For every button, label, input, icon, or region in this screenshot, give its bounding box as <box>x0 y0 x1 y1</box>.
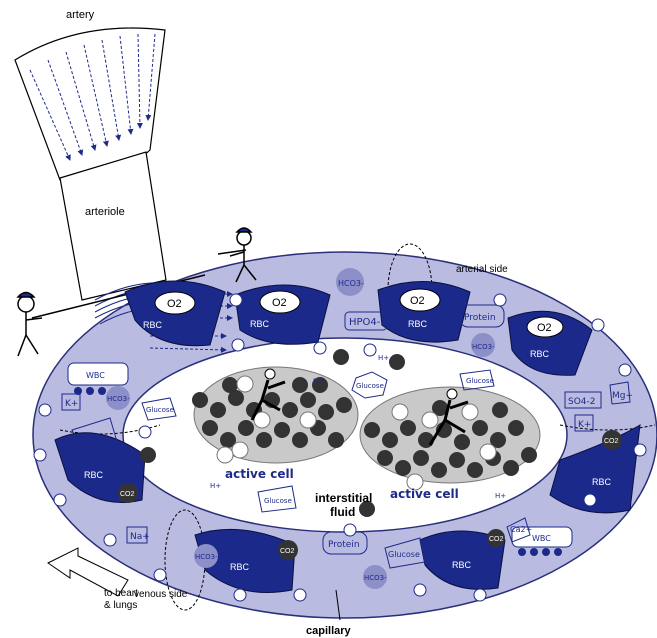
rbc-3-label: RBC <box>408 319 428 329</box>
hco3-label-5: HCO3- <box>364 574 387 582</box>
na-label: Na+ <box>130 532 150 542</box>
hpo4-label: HPO4-2 <box>349 317 387 328</box>
label-venous-side: venous side <box>134 589 188 600</box>
glucose-label-4: Glucose <box>466 377 494 385</box>
rbc-8-label: RBC <box>592 477 612 487</box>
rbc-6-label: RBC <box>230 562 250 572</box>
label-interstitial-fluid-2: fluid <box>330 505 355 519</box>
rbc-7-label: RBC <box>452 560 472 570</box>
active-cell-right-label: active cell <box>390 487 459 501</box>
co2-interstitial-1 <box>333 349 349 365</box>
rbc-6-co2: CO2 <box>280 548 295 555</box>
k-label-2: K+ <box>578 420 591 430</box>
label-arteriole: arteriole <box>85 206 125 218</box>
k-label-1: K+ <box>65 399 78 409</box>
active-cell-left-label: active cell <box>225 467 294 481</box>
h-ion-1: H+ <box>378 354 389 362</box>
glucose-label-2: Glucose <box>388 550 420 559</box>
label-capillary: capillary <box>306 625 352 637</box>
glucose-label-1: Glucose <box>78 435 110 444</box>
rbc-4-label: RBC <box>530 349 550 359</box>
label-to-heart-2: & lungs <box>104 600 137 611</box>
h-ion-4: H+ <box>495 492 506 500</box>
rbc-3-o2: O2 <box>410 295 425 307</box>
label-interstitial-fluid-1: interstitial <box>315 491 372 505</box>
wbc-1-label: WBC <box>86 371 105 380</box>
protein-label-1: Protein <box>464 313 496 323</box>
hco3-label-2: HCO3- <box>472 343 495 351</box>
wbc-2-label: WBC <box>532 534 551 543</box>
hco3-label-1: HCO3- <box>338 279 364 288</box>
hco3-label-3: HCO3- <box>107 395 130 403</box>
label-artery: artery <box>66 9 95 21</box>
label-to-heart-1: to heart <box>104 588 138 599</box>
rbc-2-o2: O2 <box>272 297 287 309</box>
mg-label: Mg+ <box>612 391 633 401</box>
hco3-label-4: HCO3- <box>195 553 218 561</box>
rbc-2-label: RBC <box>250 319 270 329</box>
h-ion-3: H+ <box>210 482 221 490</box>
label-arterial-side: arterial side <box>456 264 508 275</box>
rbc-5-label: RBC <box>84 470 104 480</box>
so4-label: SO4-2 <box>568 397 596 407</box>
rbc-5-co2: CO2 <box>120 491 135 498</box>
rbc-1-label: RBC <box>143 320 163 330</box>
rbc-4-o2: O2 <box>537 322 552 334</box>
rbc-1-o2: O2 <box>167 298 182 310</box>
co2-interstitial-2 <box>389 354 405 370</box>
protein-label-2: Protein <box>328 540 360 550</box>
rbc-2: O2 RBC <box>235 285 330 344</box>
rbc-7-co2: CO2 <box>489 536 504 543</box>
artery-funnel <box>15 28 166 300</box>
co2-interstitial-3 <box>140 447 156 463</box>
glucose-label-6: Glucose <box>264 497 292 505</box>
h-ion-2: H+ <box>313 377 324 385</box>
glucose-label-5: Glucose <box>146 406 174 414</box>
ca-label: Ca2+ <box>510 525 532 534</box>
rbc-8-co2: CO2 <box>604 438 619 445</box>
glucose-label-3: Glucose <box>356 382 384 390</box>
